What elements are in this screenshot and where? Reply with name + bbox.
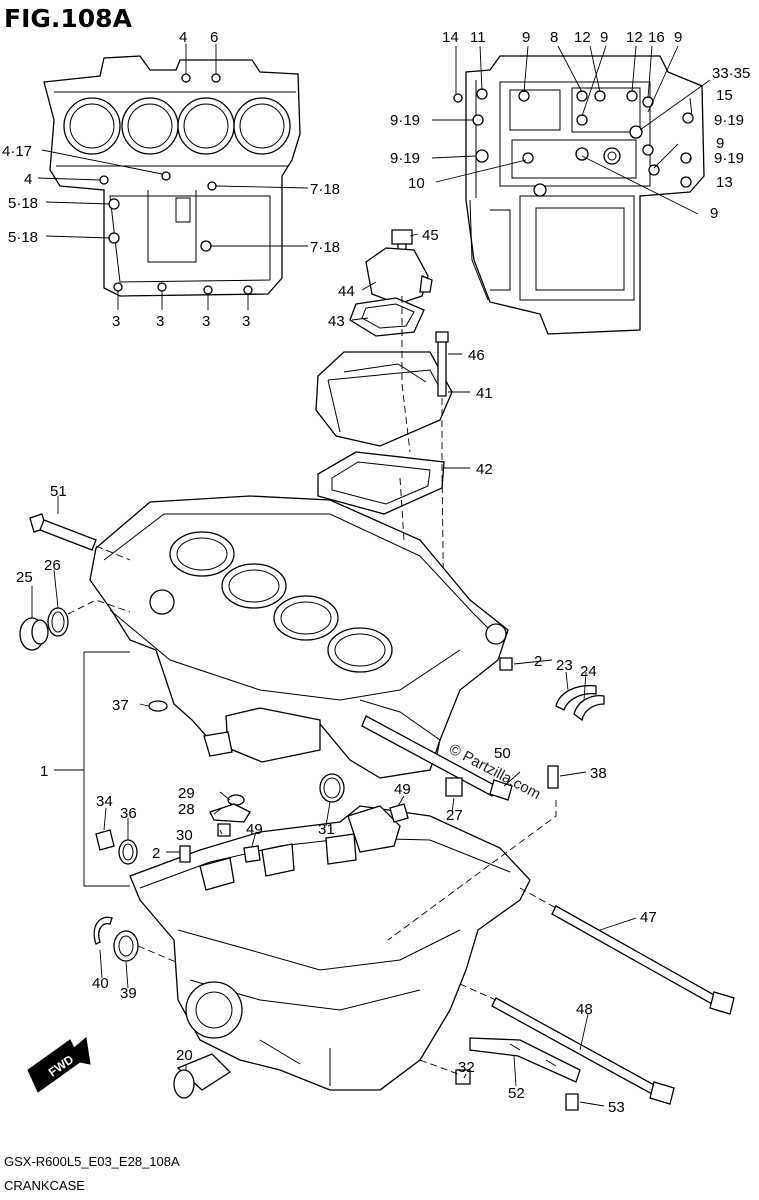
callout-14: 14 <box>442 29 459 46</box>
callout-50: 50 <box>494 745 511 762</box>
callout-47: 47 <box>640 909 657 926</box>
callout-4a: 4 <box>179 29 187 46</box>
callout-3a: 3 <box>112 313 120 330</box>
small-parts <box>19 513 735 1111</box>
callout-11: 11 <box>470 29 486 46</box>
callout-51: 51 <box>50 483 67 500</box>
callout-3c: 3 <box>202 313 210 330</box>
callout-48: 48 <box>576 1001 593 1018</box>
callout-49b: 49 <box>246 821 263 838</box>
callout-30: 30 <box>176 827 193 844</box>
callout-38: 38 <box>590 765 607 782</box>
lower-leader-lines <box>31 477 637 1107</box>
callout-34: 34 <box>96 793 113 810</box>
callout-10: 10 <box>408 175 425 192</box>
callout-9d: 9 <box>716 135 724 152</box>
callout-9b: 9 <box>600 29 608 46</box>
callout-5-18a: 5·18 <box>8 195 38 212</box>
figure-name: CRANKCASE <box>4 1178 85 1193</box>
callout-8: 8 <box>550 29 558 46</box>
callout-45: 45 <box>422 227 439 244</box>
callout-2a: 2 <box>534 653 542 670</box>
callout-5-18b: 5·18 <box>8 229 38 246</box>
figure-code: GSX-R600L5_E03_E28_108A <box>4 1154 180 1169</box>
callout-9e: 9 <box>710 205 718 222</box>
upper-crankcase <box>89 495 509 779</box>
callout-4b: 4 <box>24 171 32 188</box>
upper-left-leader-lines <box>37 44 309 310</box>
callout-53: 53 <box>608 1099 625 1116</box>
callout-15: 15 <box>716 87 733 104</box>
callout-42: 42 <box>476 461 493 478</box>
figure-title: FIG.108A <box>4 4 133 33</box>
callout-25: 25 <box>16 569 33 586</box>
callout-37: 37 <box>112 697 129 714</box>
callout-39: 39 <box>120 985 137 1002</box>
callout-43: 43 <box>328 313 345 330</box>
callout-9-19d: 9·19 <box>714 150 744 167</box>
callout-3b: 3 <box>156 313 164 330</box>
callout-12b: 12 <box>626 29 643 46</box>
callout-16: 16 <box>648 29 665 46</box>
callout-labels: 4 6 4·17 4 5·18 5·18 7·18 7·18 3 3 3 3 1… <box>2 29 750 1116</box>
callout-40: 40 <box>92 975 109 992</box>
callout-7-18a: 7·18 <box>310 181 340 198</box>
callout-31: 31 <box>318 821 335 838</box>
callout-7-18b: 7·18 <box>310 239 340 256</box>
breather-cover-group <box>315 229 453 515</box>
callout-6: 6 <box>210 29 218 46</box>
lower-crankcase <box>129 805 531 1091</box>
callout-9a: 9 <box>522 29 530 46</box>
callout-9c: 9 <box>674 29 682 46</box>
crankcase-frame-bracket <box>83 651 130 887</box>
callout-33-35: 33·35 <box>712 65 750 82</box>
callout-3d: 3 <box>242 313 250 330</box>
callout-52: 52 <box>508 1085 525 1102</box>
callout-49a: 49 <box>394 781 411 798</box>
upper-right-leader-lines <box>431 45 711 215</box>
callout-41: 41 <box>476 385 493 402</box>
callout-44: 44 <box>338 283 355 300</box>
callout-29: 29 <box>178 785 195 802</box>
callout-1: 1 <box>40 763 48 780</box>
callout-26: 26 <box>44 557 61 574</box>
callout-36: 36 <box>120 805 137 822</box>
callout-24: 24 <box>580 663 597 680</box>
callout-4-17: 4·17 <box>2 143 32 160</box>
callout-27: 27 <box>446 807 463 824</box>
callout-2b: 2 <box>152 845 160 862</box>
callout-9-19b: 9·19 <box>714 112 744 129</box>
breather-leader-lines <box>351 233 470 631</box>
callout-28: 28 <box>178 801 195 818</box>
fwd-arrow-icon <box>27 1037 91 1093</box>
upper-crankcase-top-view <box>43 55 301 297</box>
callout-23: 23 <box>556 657 573 674</box>
callout-32: 32 <box>458 1059 475 1076</box>
callout-9-19a: 9·19 <box>390 112 420 129</box>
callout-12a: 12 <box>574 29 591 46</box>
callout-9-19c: 9·19 <box>390 150 420 167</box>
callout-20: 20 <box>176 1047 193 1064</box>
callout-46: 46 <box>468 347 485 364</box>
lower-crankcase-bottom-view <box>453 55 705 335</box>
callout-13: 13 <box>716 174 733 191</box>
